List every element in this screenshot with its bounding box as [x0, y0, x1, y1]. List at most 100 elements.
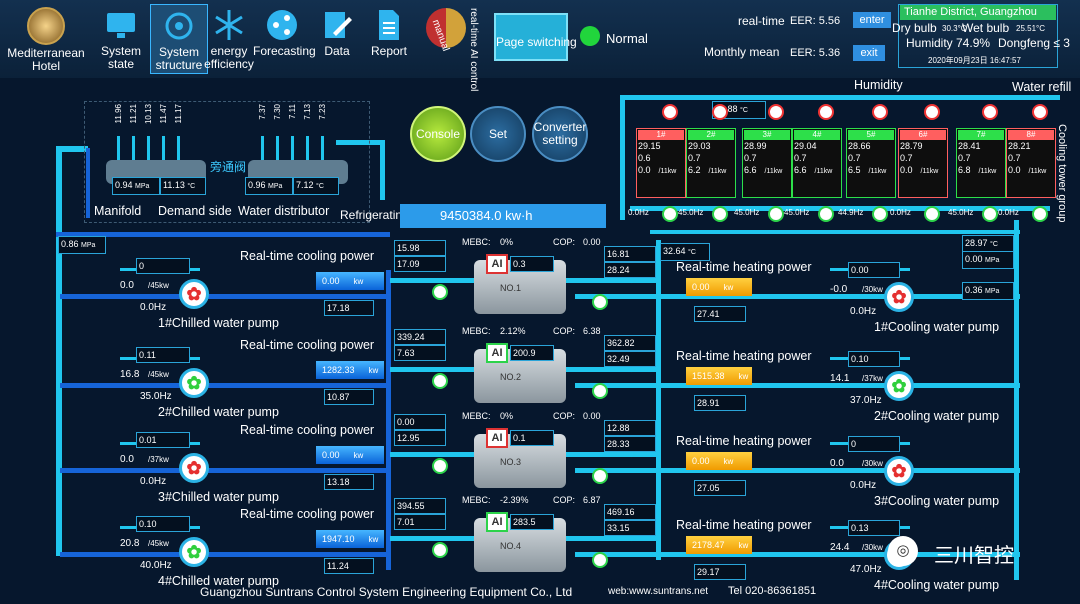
converter-setting-button[interactable]: Converter setting [532, 106, 588, 162]
ai-badge[interactable]: AI [486, 254, 508, 274]
tower-fan-icon[interactable] [924, 104, 940, 120]
cw-flow: 12.88 [604, 420, 656, 436]
valve-icon[interactable] [400, 450, 414, 460]
chilled-water-pump-icon[interactable]: ✿ [179, 279, 209, 309]
tower-valve-icon[interactable] [982, 206, 998, 222]
page-switching-button[interactable]: Page switching [494, 13, 577, 61]
nav-system-structure[interactable]: System structure [150, 4, 208, 74]
tower-fan-icon[interactable] [662, 104, 678, 120]
ai-control-dial[interactable] [426, 8, 466, 48]
tower-rating: /11kw [708, 168, 727, 175]
tower-hz: 44.9Hz [838, 208, 864, 217]
exit-button[interactable]: exit [853, 45, 885, 61]
valve-icon[interactable] [988, 554, 1002, 564]
distributor-branch-temp: 7.23 [318, 104, 327, 120]
chilled-water-pump-label: 2#Chilled water pump [158, 405, 279, 419]
chilled-water-pump-icon[interactable]: ✿ [179, 537, 209, 567]
tower-fan-icon[interactable] [768, 104, 784, 120]
tower-valve-icon[interactable] [712, 206, 728, 222]
cooling-water-pump-icon[interactable]: ✿ [884, 282, 914, 312]
cooling-water-pump-label: 4#Cooling water pump [874, 578, 1000, 592]
valve-icon[interactable] [988, 470, 1002, 480]
tower-fan-icon[interactable] [1032, 104, 1048, 120]
tower-fan-icon[interactable] [872, 104, 888, 120]
valve-icon[interactable] [628, 365, 642, 375]
tower-power: 0.0 [638, 165, 651, 175]
pipe [560, 452, 660, 457]
valve-icon[interactable] [988, 385, 1002, 395]
cw-temp: 33.15 [604, 520, 656, 536]
valve-icon[interactable] [74, 380, 88, 390]
tower-rating: /11kw [978, 168, 997, 175]
tower-rating: /11kw [1028, 168, 1047, 175]
chilled-water-pump-icon[interactable]: ✿ [179, 453, 209, 483]
nav-system-state[interactable]: System state [92, 4, 150, 74]
tower-number: 8# [1008, 130, 1054, 140]
valve-icon[interactable] [400, 534, 414, 544]
nav-report[interactable]: Report [360, 4, 418, 74]
cooling-water-pump-icon[interactable]: ✿ [884, 371, 914, 401]
nav-forecasting[interactable]: Forecasting [253, 4, 316, 74]
tower-power-row: 0.0/11kw [900, 164, 946, 178]
tower-valve-icon[interactable] [662, 206, 678, 222]
ai-badge[interactable]: AI [486, 343, 508, 363]
valve-icon[interactable] [74, 549, 88, 559]
cw-valve-icon[interactable] [592, 468, 608, 484]
console-button[interactable]: Console [410, 106, 466, 162]
tower-valve-icon[interactable] [1032, 206, 1048, 222]
chw-valve-icon[interactable] [432, 542, 448, 558]
ai-badge[interactable]: AI [486, 428, 508, 448]
chw-valve-icon[interactable] [432, 373, 448, 389]
valve-icon[interactable] [988, 296, 1002, 306]
valve-icon[interactable] [628, 450, 642, 460]
valve-icon[interactable] [400, 365, 414, 375]
tower-valve-icon[interactable] [818, 206, 834, 222]
cw-valve-icon[interactable] [592, 294, 608, 310]
tower-humidity: 0.7 [958, 153, 971, 163]
nav-energy-efficiency[interactable]: energy efficiency [200, 4, 258, 74]
valve-icon[interactable] [628, 534, 642, 544]
status-light-icon [580, 26, 600, 46]
pipe [336, 140, 384, 145]
mebc-value: 0% [500, 237, 514, 247]
nav-data[interactable]: Data [308, 4, 366, 74]
chw-valve-icon[interactable] [432, 284, 448, 300]
chw-valve-icon[interactable] [432, 458, 448, 474]
cw-valve-icon[interactable] [592, 552, 608, 568]
ai-badge[interactable]: AI [486, 512, 508, 532]
pipe [386, 270, 391, 570]
valve-icon[interactable] [400, 276, 414, 286]
tower-fan-icon[interactable] [818, 104, 834, 120]
tower-valve-icon[interactable] [872, 206, 888, 222]
enter-button[interactable]: enter [853, 12, 891, 28]
cw-pump-pressure: 0.00 [848, 262, 900, 278]
cw-pump-pressure: 0 [848, 436, 900, 452]
chilled-water-pump-icon[interactable]: ✿ [179, 368, 209, 398]
monthly-eer: EER: 5.36 [790, 47, 841, 59]
manifold-branch-temp: 11.21 [129, 104, 138, 124]
valve-icon[interactable] [628, 276, 642, 286]
pipe [177, 136, 180, 162]
tower-valve-icon[interactable] [924, 206, 940, 222]
tower-fan-icon[interactable] [982, 104, 998, 120]
tower-hz: 45.0Hz [948, 208, 974, 217]
cw-return-temp: 28.91 [694, 395, 746, 411]
cw-return-temp: 27.41 [694, 306, 746, 322]
cw-valve-icon[interactable] [592, 383, 608, 399]
cooling-water-pump-icon[interactable]: ✿ [884, 456, 914, 486]
set-button[interactable]: Set [470, 106, 526, 162]
cooling-water-pump-label: 2#Cooling water pump [874, 409, 1000, 423]
valve-icon[interactable] [74, 465, 88, 475]
tower-fan-icon[interactable] [712, 104, 728, 120]
tower-valve-icon[interactable] [768, 206, 784, 222]
valve-icon[interactable] [74, 291, 88, 301]
